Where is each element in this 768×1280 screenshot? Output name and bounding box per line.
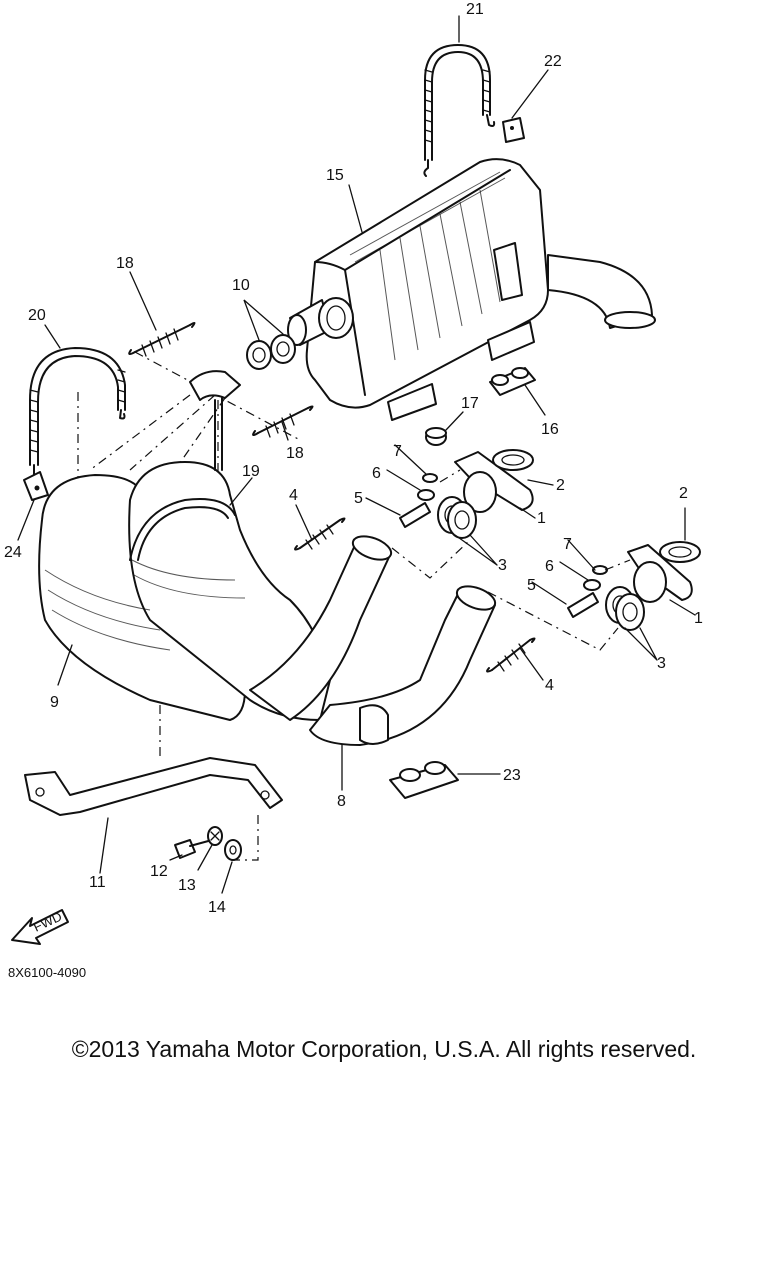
callout-5-upper: 5 [354,490,363,507]
spring-4-upper [294,517,346,551]
callout-24: 24 [4,544,22,561]
callout-2-lower: 2 [679,485,688,502]
flange-set-lower [487,541,701,651]
callout-16: 16 [541,421,559,438]
washer-13 [207,826,223,846]
bumper-16 [489,367,536,396]
callout-12: 12 [150,863,168,880]
callout-15: 15 [326,167,344,184]
bracket-22 [502,117,525,143]
callout-6-upper: 6 [372,465,381,482]
exhaust-parts-diagram: FWD 21 22 15 18 10 20 17 16 18 7 6 19 2 … [4,1,703,980]
spring-21 [423,44,496,177]
callout-7-upper: 7 [393,443,402,460]
callout-9: 9 [50,694,59,711]
callout-11: 11 [89,874,106,891]
bolt-12 [174,839,213,859]
spring-18-lower [252,405,314,438]
bracket-11 [24,757,283,816]
callout-1-lower: 1 [694,610,703,627]
callout-10: 10 [232,277,250,294]
callout-labels: 21 22 15 18 10 20 17 16 18 7 6 19 2 2 4 … [4,1,703,916]
callout-3-lower: 3 [657,655,666,672]
callout-20: 20 [28,307,46,324]
spring-4-lower [486,637,536,673]
washer-14 [224,839,242,861]
callout-18-upper: 18 [116,255,134,272]
callout-23: 23 [503,767,521,784]
callout-5-lower: 5 [527,577,536,594]
callout-13: 13 [178,877,196,894]
bumper-23 [389,761,459,799]
callout-6-lower: 6 [545,558,554,575]
callout-4-upper: 4 [289,487,298,504]
flange-set-upper [391,449,534,579]
bracket-24 [23,471,49,501]
gaskets-10 [246,334,296,370]
callout-18-lower: 18 [286,445,304,462]
callout-19: 19 [242,463,260,480]
callout-8: 8 [337,793,346,810]
callout-17: 17 [461,395,479,412]
callout-4-lower: 4 [545,677,554,694]
callout-2-upper: 2 [556,477,565,494]
drawing-code: 8X6100-4090 [8,965,86,980]
grommet-17 [425,427,447,446]
callout-3-upper: 3 [498,557,507,574]
exhaust-pipe-8 [249,535,497,746]
callout-14: 14 [208,899,226,916]
callout-22: 22 [544,53,562,70]
exhaust-chamber-9 [38,370,331,721]
fwd-arrow-icon: FWD [11,909,69,945]
callout-21: 21 [466,1,484,18]
copyright-notice: ©2013 Yamaha Motor Corporation, U.S.A. A… [71,1036,697,1062]
muffler-15 [287,158,656,421]
callout-1-upper: 1 [537,510,546,527]
spring-18-upper [128,321,196,357]
callout-7-lower: 7 [563,536,572,553]
